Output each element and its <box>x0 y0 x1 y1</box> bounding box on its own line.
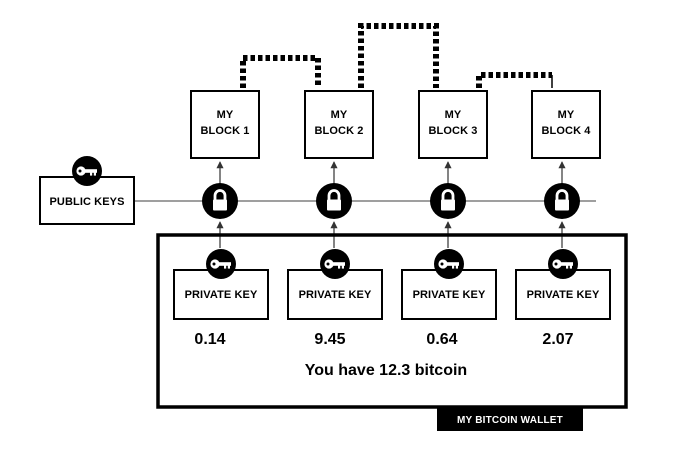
block-4: MY BLOCK 4 <box>531 90 601 159</box>
block-3-line2: BLOCK 3 <box>429 125 478 137</box>
chain-link-block3-block4 <box>476 72 552 88</box>
chain-link-block2-block3 <box>358 23 439 88</box>
block-1-line2: BLOCK 1 <box>201 125 250 137</box>
public-keys-label: PUBLIC KEYS <box>49 196 124 208</box>
block-2-line1: MY <box>331 109 348 121</box>
private-key-3-value: 0.64 <box>426 331 457 348</box>
wallet-tag: MY BITCOIN WALLET <box>437 407 583 431</box>
private-key-2-label: PRIVATE KEY <box>299 289 372 301</box>
padlock-icon-2 <box>316 183 352 219</box>
private-key-icon-4 <box>548 249 578 279</box>
private-key-icon-3 <box>434 249 464 279</box>
private-key-2-value: 9.45 <box>314 331 345 348</box>
block-4-line2: BLOCK 4 <box>542 125 592 137</box>
wallet-label: MY BITCOIN WALLET <box>457 415 563 426</box>
public-key-icon <box>72 156 102 186</box>
private-key-icon-2 <box>320 249 350 279</box>
padlock-icon-3 <box>430 183 466 219</box>
private-key-icon-1 <box>206 249 236 279</box>
chain-link-block1-block2 <box>240 55 321 88</box>
wallet-frame <box>156 233 628 409</box>
block-3-line1: MY <box>445 109 462 121</box>
block-1-line1: MY <box>217 109 234 121</box>
block-2: MY BLOCK 2 <box>304 90 374 159</box>
block-1: MY BLOCK 1 <box>190 90 260 159</box>
block-4-line1: MY <box>558 109 575 121</box>
private-key-4-label: PRIVATE KEY <box>527 289 600 301</box>
block-3: MY BLOCK 3 <box>418 90 488 159</box>
block-2-line2: BLOCK 2 <box>315 125 364 137</box>
private-key-1-label: PRIVATE KEY <box>185 289 258 301</box>
chain-links <box>240 23 553 88</box>
private-key-3-label: PRIVATE KEY <box>413 289 486 301</box>
wallet-total: You have 12.3 bitcoin <box>305 362 467 379</box>
padlock-icon-4 <box>544 183 580 219</box>
private-key-4-value: 2.07 <box>542 331 573 348</box>
private-key-1-value: 0.14 <box>194 331 225 348</box>
padlock-icon-1 <box>202 183 238 219</box>
